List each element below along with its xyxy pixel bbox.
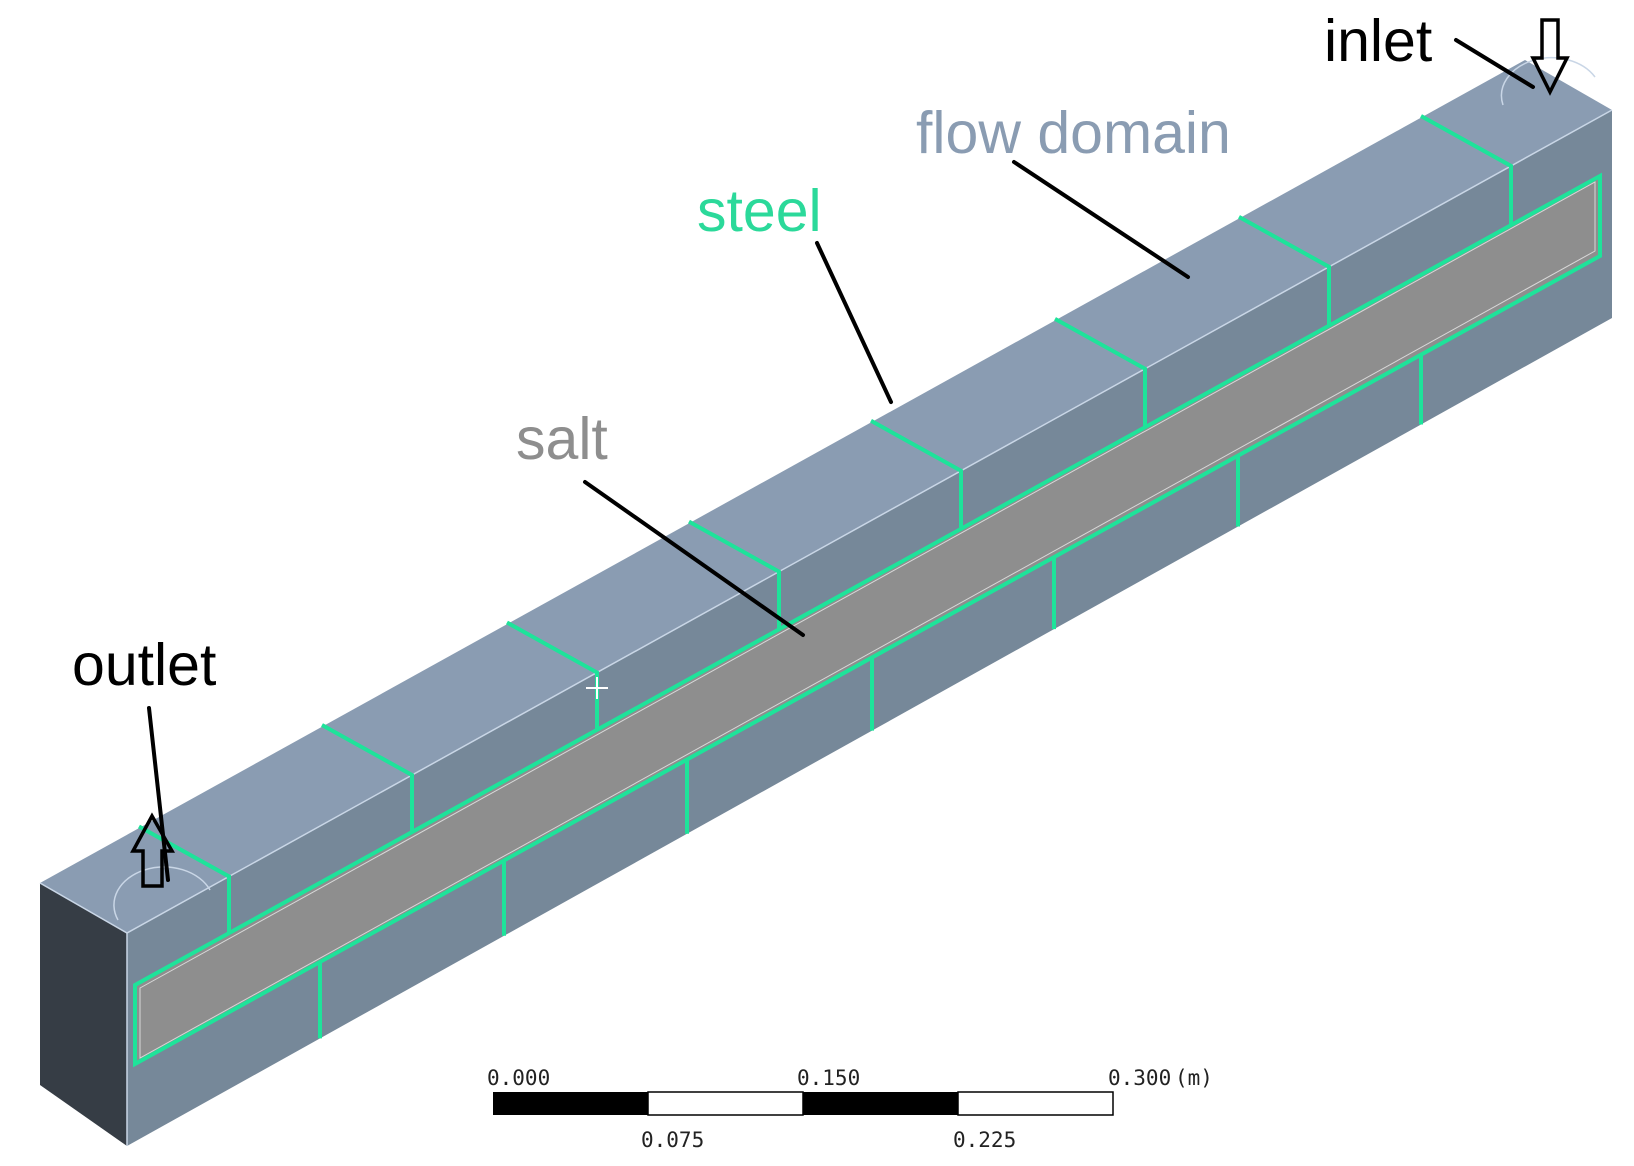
scale-bar-segment — [803, 1092, 958, 1115]
salt-region — [133, 172, 1602, 1068]
inlet-leader-line — [1454, 38, 1535, 89]
scale-tick-label: 0.000 — [487, 1066, 551, 1090]
steel-baffle-upper — [1054, 317, 1147, 428]
scale-bar-segment — [493, 1092, 648, 1115]
outlet-arrow-icon — [130, 812, 176, 888]
outlet-label: outlet — [72, 632, 217, 698]
steel-baffle-upper — [1420, 114, 1513, 226]
steel-baffle-upper — [1238, 215, 1331, 326]
inlet-label: inlet — [1324, 8, 1433, 74]
beam-end-face — [40, 883, 127, 1146]
scale-bar — [493, 1091, 1114, 1116]
inlet-arrow-icon — [1530, 18, 1570, 96]
steel-baffle-upper — [506, 620, 599, 730]
scale-tick-label: 0.075 — [641, 1128, 705, 1152]
scale-bar-segment — [957, 1091, 1114, 1116]
scale-tick-label: 0.300 — [1108, 1066, 1172, 1090]
steel-baffle-upper — [870, 419, 963, 529]
flow-domain-leader-line — [1012, 160, 1190, 279]
beam-top-face — [40, 60, 1612, 933]
steel-label: steel — [697, 178, 822, 244]
steel-baffle-upper — [321, 723, 414, 833]
salt-label: salt — [516, 406, 608, 472]
salt-inner-edge — [139, 181, 1596, 1059]
scale-tick-label: 0.150 — [797, 1066, 861, 1090]
scale-bar-segment — [647, 1091, 804, 1116]
cursor-crosshair-icon — [586, 677, 608, 699]
steel-leader-line — [815, 241, 893, 404]
steel-baffle-upper — [688, 519, 781, 630]
scale-tick-label: 0.225 — [953, 1128, 1017, 1152]
salt-leader-line — [583, 480, 805, 637]
steel-ticks-lower — [318, 354, 1423, 1039]
steel-ticks-upper — [138, 114, 1513, 934]
flow-domain-label: flow domain — [916, 100, 1231, 166]
scale-unit-label: (m) — [1175, 1066, 1213, 1090]
